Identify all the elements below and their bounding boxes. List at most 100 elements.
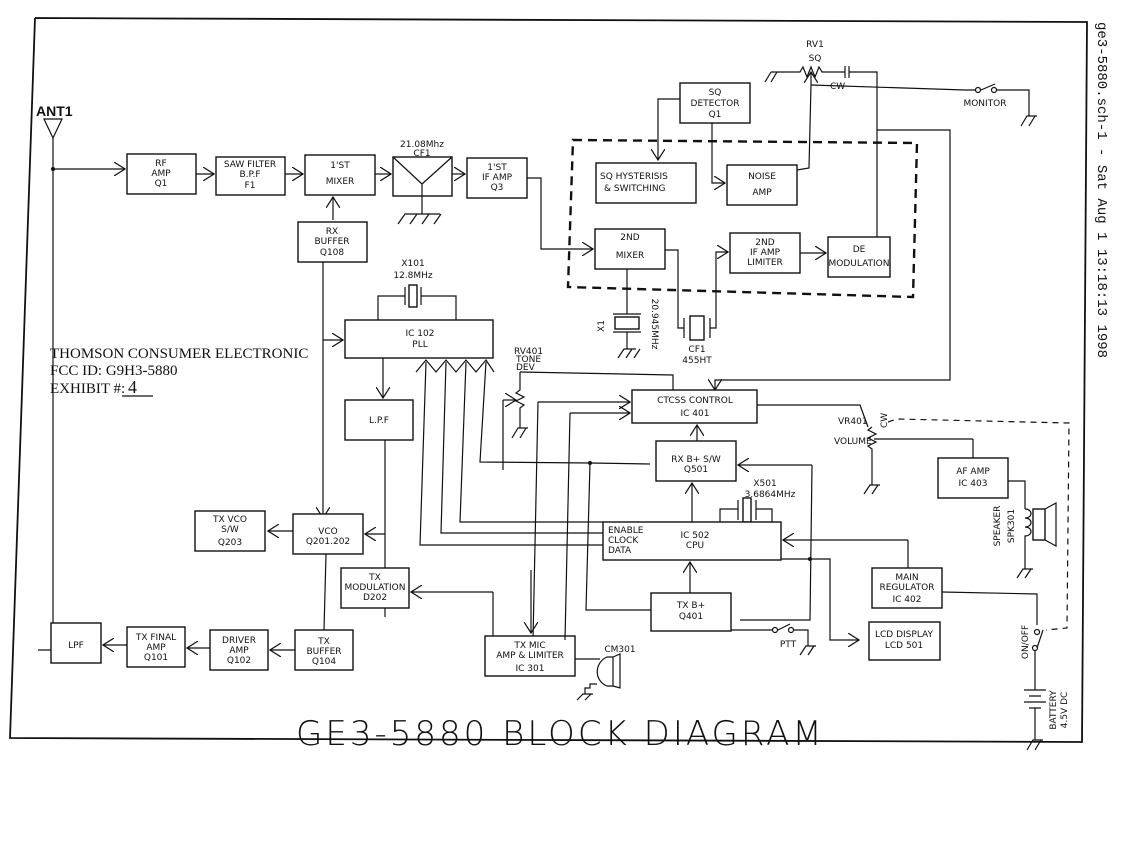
x1-crystal: X1 20.945MHz <box>597 269 659 359</box>
svg-text:MODULATION: MODULATION <box>344 583 405 593</box>
svg-text:RX B+ S/W: RX B+ S/W <box>671 455 721 465</box>
svg-text:DEV: DEV <box>516 363 536 373</box>
svg-text:IC 502: IC 502 <box>681 531 710 541</box>
speaker: SPEAKER SPK301 <box>993 480 1057 579</box>
svg-text:SAW FILTER: SAW FILTER <box>224 160 276 170</box>
svg-text:MODULATION: MODULATION <box>828 259 889 269</box>
lpf-tx-block: LPF <box>50 622 102 664</box>
tx-buffer-block: TX BUFFER Q104 <box>294 629 354 671</box>
diagram-title: GE3-5880 BLOCK DIAGRAM <box>296 714 825 754</box>
battery: BATTERY 4.5V DC <box>1024 689 1070 751</box>
svg-text:TX: TX <box>368 573 381 583</box>
if-ic-dashed-boundary <box>566 138 919 299</box>
svg-text:DETECTOR: DETECTOR <box>691 99 740 109</box>
monitor-switch[interactable]: MONITOR <box>963 83 1037 127</box>
svg-text:TX: TX <box>317 637 330 647</box>
svg-text:& SWITCHING: & SWITCHING <box>604 184 666 194</box>
svg-text:LIMITER: LIMITER <box>747 258 783 268</box>
second-mixer-block: 2ND MIXER <box>594 228 666 270</box>
svg-text:IC 301: IC 301 <box>516 664 545 674</box>
svg-text:D202: D202 <box>363 593 387 603</box>
svg-text:FCC ID: G9H3-5880: FCC ID: G9H3-5880 <box>50 363 178 379</box>
cm301-microphone: CM301 <box>575 645 636 701</box>
side-stamp: ge3-5880.sch-1 - Sat Aug 1 13:18:13 1998 <box>1093 22 1109 358</box>
rf-amp-block: RF AMP Q1 <box>126 153 197 195</box>
svg-text:RV1: RV1 <box>806 40 824 50</box>
noise-amp-block: NOISE AMP <box>726 164 798 206</box>
svg-text:LCD 501: LCD 501 <box>885 641 923 651</box>
af-amp-block: AF AMP IC 403 <box>937 457 1009 499</box>
svg-text:Q108: Q108 <box>320 248 345 258</box>
tx-final-amp-block: TX FINAL AMP Q101 <box>126 626 186 668</box>
svg-text:CF1: CF1 <box>413 149 430 159</box>
svg-text:LPF: LPF <box>68 641 84 651</box>
svg-text:SPK301: SPK301 <box>1007 509 1017 543</box>
svg-text:IC 102: IC 102 <box>406 329 435 339</box>
ptt-switch[interactable]: PTT <box>731 623 816 656</box>
svg-text:IC 402: IC 402 <box>893 595 922 605</box>
vr401-volume-pot[interactable]: VR401 VOLUME CW <box>834 413 973 495</box>
ctcss-control-block: CTCSS CONTROL IC 401 <box>631 389 758 424</box>
svg-text:SQ: SQ <box>809 54 822 64</box>
x101-crystal: X101 12.8MHz <box>377 259 457 320</box>
svg-text:ANT1: ANT1 <box>36 103 73 119</box>
rv1-squelch-pot[interactable]: RV1 SQ CW <box>764 40 878 237</box>
svg-text:LCD DISPLAY: LCD DISPLAY <box>875 630 933 640</box>
svg-text:DATA: DATA <box>608 546 632 556</box>
svg-text:CW: CW <box>830 82 845 92</box>
svg-text:BUFFER: BUFFER <box>314 237 349 247</box>
tx-mic-amp-block: TX MIC AMP & LIMITER IC 301 <box>484 635 576 677</box>
svg-text:F1: F1 <box>245 181 256 191</box>
svg-text:CTCSS CONTROL: CTCSS CONTROL <box>657 396 733 406</box>
svg-text:MAIN: MAIN <box>895 573 918 583</box>
svg-text:CW: CW <box>880 413 890 428</box>
svg-text:RV401: RV401 <box>514 347 543 357</box>
lpf-pll-block: L.P.F <box>344 399 414 441</box>
svg-text:X1: X1 <box>597 320 607 332</box>
svg-text:Q1: Q1 <box>709 110 722 120</box>
svg-text:Q101: Q101 <box>144 653 168 663</box>
svg-text:NOISE: NOISE <box>748 172 776 182</box>
svg-text:TX FINAL: TX FINAL <box>135 633 176 643</box>
fcc-note: THOMSON CONSUMER ELECTRONIC FCC ID: G9H3… <box>50 346 308 397</box>
onoff-switch[interactable]: ON/OFF <box>1021 625 1044 690</box>
svg-text:THOMSON CONSUMER ELECTRONIC: THOMSON CONSUMER ELECTRONIC <box>50 346 308 362</box>
svg-text:Q401: Q401 <box>679 612 703 622</box>
cpu-block: ENABLE CLOCK DATA IC 502 CPU <box>602 521 782 561</box>
tx-vco-sw-block: TX VCO S/W Q203 <box>194 510 266 552</box>
svg-text:MONITOR: MONITOR <box>963 99 1006 109</box>
svg-text:VOLUME: VOLUME <box>834 437 872 447</box>
svg-text:TONE: TONE <box>515 355 541 365</box>
svg-text:21.08Mhz: 21.08Mhz <box>400 140 444 150</box>
svg-text:1'ST: 1'ST <box>330 161 350 171</box>
svg-text:L.P.F: L.P.F <box>369 416 389 426</box>
svg-text:1'ST: 1'ST <box>487 163 507 173</box>
cf1-455-filter: CF1 455HT <box>682 315 712 366</box>
svg-text:AF AMP: AF AMP <box>956 467 990 477</box>
svg-text:IC 403: IC 403 <box>959 479 988 489</box>
cf1-21mhz-filter: 21.08Mhz CF1 <box>392 140 453 225</box>
svg-text:VR401: VR401 <box>838 417 868 427</box>
pll-block: IC 102 PLL <box>344 319 495 373</box>
svg-text:REGULATOR: REGULATOR <box>879 583 934 593</box>
svg-text:PTT: PTT <box>780 640 797 650</box>
tx-modulation-block: TX MODULATION D202 <box>340 567 410 609</box>
svg-text:Q104: Q104 <box>312 657 337 667</box>
saw-filter-block: SAW FILTER B.P.F F1 <box>215 156 286 196</box>
svg-text:EXHIBIT #:: EXHIBIT #: <box>50 381 125 397</box>
svg-text:AMP: AMP <box>146 643 166 653</box>
svg-text:TX VCO: TX VCO <box>212 515 247 525</box>
svg-text:SQ HYSTERISIS: SQ HYSTERISIS <box>600 172 668 182</box>
svg-text:DE: DE <box>853 245 866 255</box>
svg-text:2ND: 2ND <box>620 233 639 243</box>
first-if-amp-block: 1'ST IF AMP Q3 <box>466 157 528 199</box>
svg-text:Q203: Q203 <box>218 538 242 548</box>
svg-text:TX B+: TX B+ <box>676 601 705 611</box>
svg-text:4: 4 <box>128 377 137 397</box>
svg-text:MIXER: MIXER <box>326 177 355 187</box>
svg-text:CF1: CF1 <box>688 345 705 355</box>
svg-text:MIXER: MIXER <box>616 251 645 261</box>
svg-text:Q1: Q1 <box>155 179 168 189</box>
driver-amp-block: DRIVER AMP Q102 <box>209 629 269 671</box>
rv401-tone-pot[interactable]: RV401 TONE DEV <box>503 347 674 439</box>
